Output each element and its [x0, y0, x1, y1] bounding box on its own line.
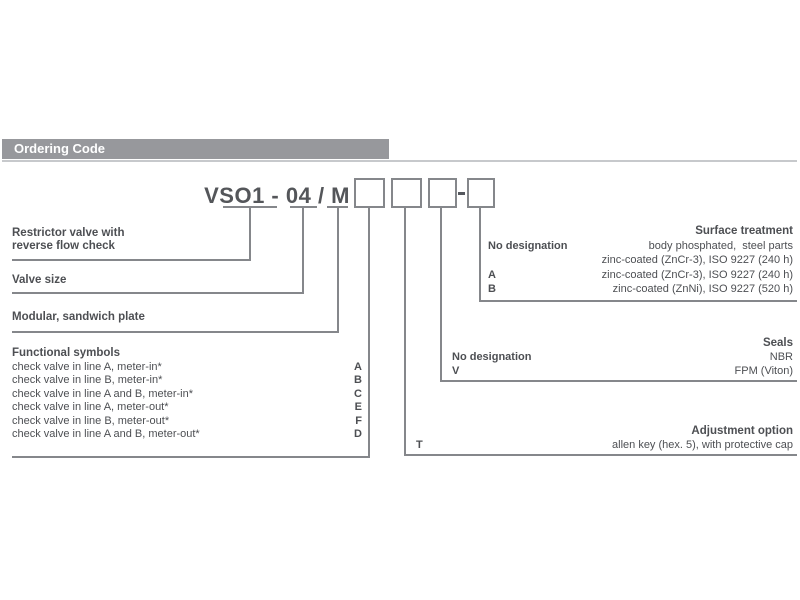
row-code: A — [354, 361, 362, 373]
seals-bottom-line — [440, 380, 797, 382]
option-code: A — [488, 268, 496, 281]
valve-size-underline — [12, 292, 304, 294]
functional-symbol-row: check valve in line B, meter-out* F — [12, 415, 362, 428]
code-box-4 — [467, 178, 495, 208]
option-row: T allen key (hex. 5), with protective ca… — [416, 438, 793, 452]
connector-modular — [337, 208, 339, 333]
valve-size-label: Valve size — [12, 274, 67, 286]
header-rule — [2, 160, 797, 162]
option-value: zinc-coated (ZnNi), ISO 9227 (520 h) — [612, 283, 793, 295]
connector-seals — [440, 208, 442, 382]
connector-functional-symbols — [368, 208, 370, 458]
underline-vso1 — [223, 206, 277, 208]
option-row: No designation body phosphated, steel pa… — [481, 239, 793, 254]
adjustment-option-bottom-line — [404, 454, 797, 456]
option-value: zinc-coated (ZnCr-3), ISO 9227 (240 h) — [601, 254, 793, 266]
connector-valve-size — [302, 208, 304, 294]
option-code: V — [452, 365, 460, 377]
functional-symbols-title: Functional symbols — [12, 347, 120, 359]
functional-symbol-row: check valve in line B, meter-in* B — [12, 374, 362, 387]
page-title: Ordering Code — [14, 141, 106, 156]
functional-symbol-row: check valve in line A, meter-in* A — [12, 361, 362, 374]
option-code: No designation — [488, 239, 568, 252]
option-value: FPM (Viton) — [734, 365, 793, 377]
row-label: check valve in line A and B, meter-in* — [12, 387, 193, 400]
row-code: C — [354, 387, 362, 400]
restrictor-label: Restrictor valve with reverse flow check — [12, 227, 124, 252]
restrictor-label-line2: reverse flow check — [12, 239, 115, 252]
code-separator-dash — [458, 192, 465, 195]
option-row: B zinc-coated (ZnNi), ISO 9227 (520 h) — [481, 282, 793, 297]
adjustment-option-section: Adjustment option T allen key (hex. 5), … — [416, 424, 793, 452]
adjustment-option-title: Adjustment option — [691, 425, 793, 437]
code-box-3 — [428, 178, 457, 208]
functional-symbols-table: check valve in line A, meter-in* A check… — [12, 361, 362, 441]
row-label: check valve in line B, meter-in* — [12, 374, 163, 387]
surface-treatment-title: Surface treatment — [695, 225, 793, 237]
connector-adjustment — [404, 208, 406, 456]
modular-underline — [12, 331, 339, 333]
row-code: D — [354, 428, 362, 441]
restrictor-label-line1: Restrictor valve with — [12, 227, 125, 239]
option-row: A zinc-coated (ZnCr-3), ISO 9227 (240 h) — [481, 268, 793, 283]
row-label: check valve in line A and B, meter-out* — [12, 428, 200, 441]
option-code: B — [488, 283, 496, 295]
seals-title: Seals — [762, 337, 793, 349]
row-code: F — [355, 414, 362, 427]
option-value: allen key (hex. 5), with protective cap — [612, 439, 793, 451]
functional-symbols-bottom-line — [12, 456, 370, 458]
underline-m — [327, 206, 348, 208]
row-label: check valve in line A, meter-out* — [12, 401, 169, 414]
option-code: No designation — [452, 351, 532, 363]
code-box-1 — [354, 178, 385, 208]
surface-treatment-bottom-line — [479, 300, 797, 302]
row-label: check valve in line B, meter-out* — [12, 414, 170, 427]
row-label: check valve in line A, meter-in* — [12, 361, 162, 373]
option-value: NBR — [769, 351, 793, 363]
functional-symbol-row: check valve in line A, meter-out* E — [12, 401, 362, 414]
row-code: E — [354, 401, 362, 414]
restrictor-underline — [12, 259, 251, 261]
option-value: body phosphated, steel parts — [648, 239, 793, 252]
option-value: zinc-coated (ZnCr-3), ISO 9227 (240 h) — [601, 268, 793, 281]
option-row: V FPM (Viton) — [452, 364, 793, 378]
seals-section: Seals No designation NBR V FPM (Viton) — [452, 336, 793, 378]
code-box-2 — [391, 178, 422, 208]
connector-surface-treatment — [479, 208, 481, 302]
option-row: zinc-coated (ZnCr-3), ISO 9227 (240 h) — [481, 253, 793, 268]
functional-symbol-row: check valve in line A and B, meter-out* … — [12, 428, 362, 441]
functional-symbol-row: check valve in line A and B, meter-in* C — [12, 388, 362, 401]
underline-04 — [290, 206, 317, 208]
model-code: VSO1 - 04 / M — [204, 183, 350, 208]
option-code: T — [416, 439, 423, 451]
connector-restrictor — [249, 208, 251, 261]
option-code — [481, 253, 488, 268]
surface-treatment-section: Surface treatment No designation body ph… — [481, 224, 793, 297]
option-row: No designation NBR — [452, 350, 793, 364]
modular-label: Modular, sandwich plate — [12, 311, 145, 323]
row-code: B — [354, 374, 362, 387]
ordering-code-header-bar: Ordering Code — [2, 139, 389, 159]
